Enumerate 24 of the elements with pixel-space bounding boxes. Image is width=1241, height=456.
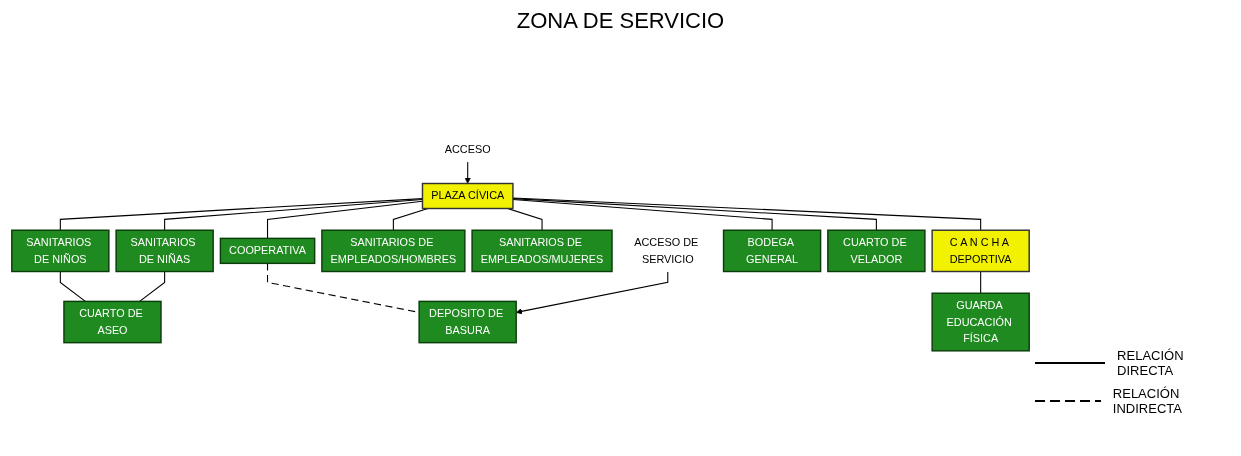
node-box: GUARDA EDUCACIÓN FÍSICA (931, 292, 1030, 352)
node-box: SANITARIOS DE NIÑAS (115, 229, 214, 273)
node-box: CUARTO DE ASEO (63, 300, 162, 344)
node-text: ACCESO DE SERVICIO (634, 236, 699, 265)
arrow (464, 161, 471, 184)
node-box: COOPERATIVA (219, 237, 316, 265)
connector (980, 271, 982, 294)
node-text: ACCESO (444, 142, 491, 156)
connector (512, 198, 877, 231)
node-box: PLAZA CÍVICA (421, 182, 514, 210)
node-box: SANITARIOS DE EMPLEADOS/MUJERES (471, 229, 613, 273)
node-box: SANITARIOS DE NIÑOS (11, 229, 110, 273)
legend-label: RELACIÓN DIRECTA (1117, 348, 1185, 378)
connector (512, 199, 773, 231)
node-box: SANITARIOS DE EMPLEADOS/HOMBRES (321, 229, 466, 273)
connector (512, 197, 982, 231)
connector (59, 271, 86, 303)
node-box: C A N C H A DEPORTIVA (931, 229, 1030, 273)
node-box: BODEGA GENERAL (722, 229, 822, 273)
legend-label: RELACIÓN INDIRECTA (1112, 386, 1183, 416)
diagram-title: ZONA DE SERVICIO (516, 8, 725, 34)
connector (139, 271, 166, 303)
node-box: CUARTO DE VELADOR (827, 229, 926, 273)
node-box: DEPOSITO DE BASURA (418, 300, 517, 344)
